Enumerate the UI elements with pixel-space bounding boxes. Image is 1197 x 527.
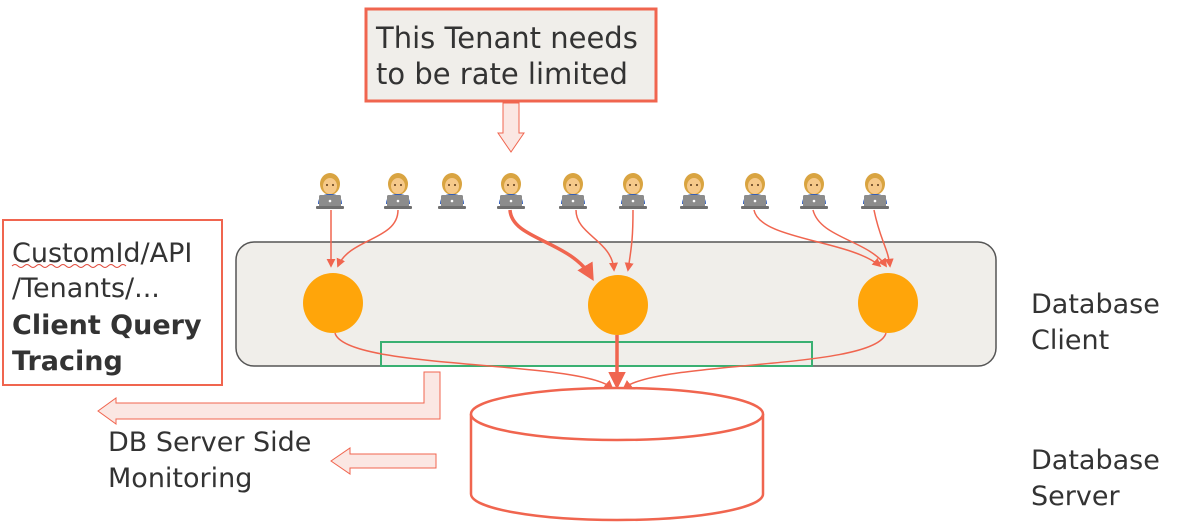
request-arrow — [753, 209, 882, 268]
user-request-arrows — [326, 209, 894, 272]
database-client-label-line-2: Client — [1031, 325, 1109, 356]
person-with-laptop-icon — [619, 173, 647, 209]
request-arrow — [873, 209, 894, 268]
person-with-laptop-icon — [316, 173, 344, 209]
request-arrow — [812, 209, 888, 268]
client-node-center — [588, 275, 648, 335]
callout-box — [364, 7, 658, 103]
request-arrow — [624, 209, 634, 272]
database-server-label-line-1: Database — [1031, 445, 1160, 476]
database-server-cylinder — [469, 386, 765, 522]
person-with-laptop-icon — [800, 173, 828, 209]
database-server-label-line-2: Server — [1031, 481, 1120, 512]
callout-line-1: This Tenant needs — [375, 21, 638, 55]
client-query-tracing-box: CustomId/API /Tenants/... Client Query T… — [2, 219, 223, 386]
users-row — [316, 173, 889, 209]
database-client-label-line-1: Database — [1031, 289, 1160, 320]
client-node-left — [303, 273, 363, 333]
rate-limited-tenant-arrow — [508, 209, 594, 282]
request-arrow — [575, 209, 619, 272]
person-with-laptop-icon — [559, 173, 587, 209]
person-with-laptop-icon — [438, 173, 466, 209]
person-with-laptop-icon — [680, 173, 708, 209]
tracing-box-line-2: /Tenants/... — [12, 273, 160, 304]
callout-line-2: to be rate limited — [376, 57, 628, 91]
client-node-right — [858, 273, 918, 333]
request-arrow — [336, 209, 399, 268]
tracing-box-line-1: CustomId/API — [12, 238, 192, 269]
person-with-laptop-icon — [741, 173, 769, 209]
monitoring-label-line-2: Monitoring — [108, 463, 252, 494]
tracing-output-arrow — [97, 371, 441, 425]
tracing-box-line-3: Client Query — [12, 310, 202, 341]
query-arrow — [622, 332, 887, 390]
monitoring-label-line-1: DB Server Side — [108, 427, 311, 458]
callout-down-arrow — [497, 102, 525, 153]
person-with-laptop-icon — [861, 173, 889, 209]
query-arrow — [334, 332, 614, 390]
spellcheck-underline — [11, 264, 127, 268]
rate-limit-callout: This Tenant needs to be rate limited — [364, 7, 658, 103]
tracing-box-line-4: Tracing — [12, 346, 123, 377]
person-with-laptop-icon — [497, 173, 525, 209]
monitoring-arrow — [330, 447, 437, 475]
tracing-box-frame — [2, 219, 223, 386]
query-arrows — [334, 332, 887, 390]
person-with-laptop-icon — [384, 173, 412, 209]
